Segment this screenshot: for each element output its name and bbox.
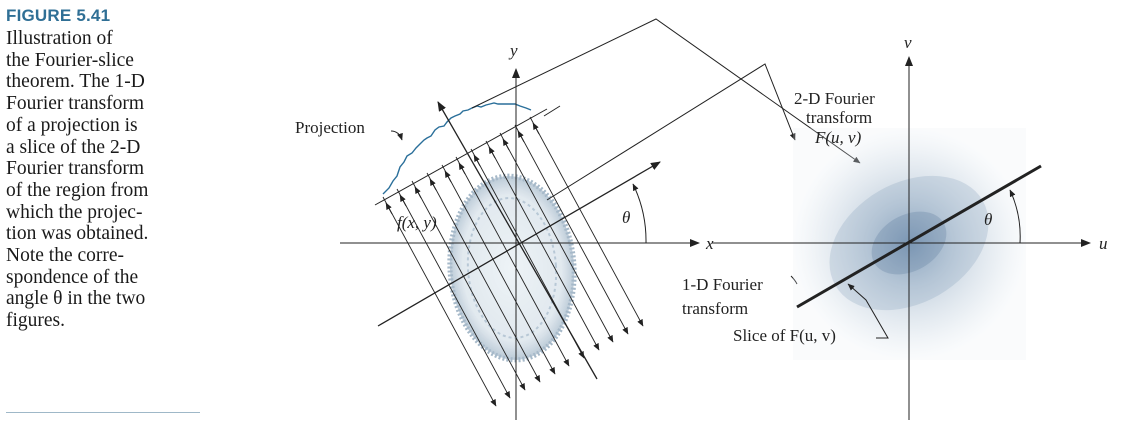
v-axis-label: v <box>904 33 912 52</box>
ft2d-label-line3: F(u, v) <box>814 128 862 147</box>
angle-label-right: θ <box>984 210 992 229</box>
angle-arc-left <box>633 184 646 243</box>
u-axis-label: u <box>1099 234 1108 253</box>
left-panel: Projection f(x, y) θ x y <box>295 41 714 420</box>
ft1d-label-line1: 1-D Fourier <box>682 275 763 294</box>
angle-label-left: θ <box>622 208 630 227</box>
right-panel: 2-D Fourier transform F(u, v) 1-D Fourie… <box>682 33 1108 420</box>
projection-label: Projection <box>295 118 365 137</box>
ft2d-label-line2: transform <box>806 108 872 127</box>
projection-pointer <box>391 131 402 140</box>
head-image <box>444 172 581 364</box>
ft2d-label-line1: 2-D Fourier <box>794 89 875 108</box>
projection-rays <box>383 117 643 406</box>
function-label: f(x, y) <box>397 213 437 232</box>
y-axis-label: y <box>508 41 518 60</box>
slice-label: Slice of F(u, v) <box>733 326 836 345</box>
ft1d-label-line2: transform <box>682 299 748 318</box>
